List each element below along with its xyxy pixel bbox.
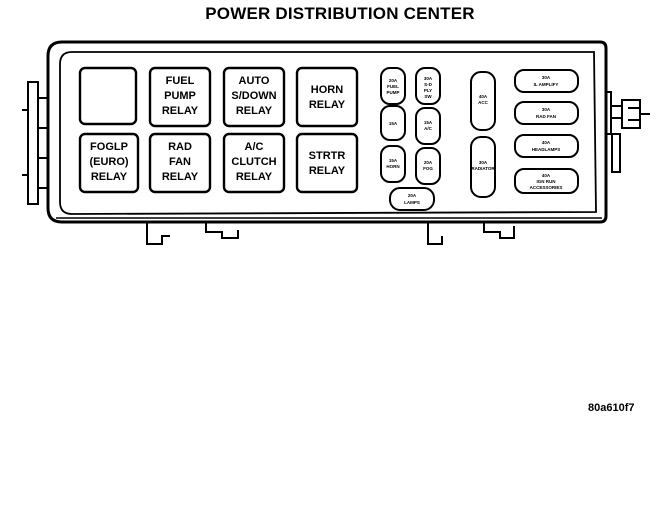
relay-ac-clutch: A/C CLUTCH RELAY [222, 132, 286, 194]
fuse-label-line: 40A [479, 94, 488, 99]
fuse-label-line: 30A [479, 160, 488, 165]
fuse-radiator: 30A RADIATOR [470, 136, 496, 198]
fuse-headlamps: 40A HEADLAMPS [514, 134, 579, 158]
fuse-label-line: 20A [424, 160, 433, 165]
fuse-label-line: 40A [542, 173, 551, 178]
relay-label-line: RELAY [236, 171, 273, 183]
fuse-label-line: LAMPS [404, 200, 420, 205]
bottom-mounting-clips [146, 222, 515, 245]
pdc-inner-frame [59, 51, 597, 215]
relay-auto-shutdown: AUTO S/DOWN RELAY [222, 66, 286, 128]
fuse-label-line: A/C [424, 126, 433, 131]
fuse-label-line: 15A [389, 121, 398, 126]
relay-label-line: FUEL [166, 75, 195, 87]
relay-label-line: (EURO) [89, 156, 128, 168]
fuse-15a: 15A [380, 105, 406, 141]
right-harness-connector [604, 91, 650, 173]
relay-label-line: RELAY [162, 105, 199, 117]
fuse-label-line: 20A [389, 78, 398, 83]
fuse-label-line: 30A [424, 76, 433, 81]
relay-label-line: RELAY [91, 171, 128, 183]
relay-label-line: RAD [168, 141, 192, 153]
relay-label-line: RELAY [162, 171, 199, 183]
relay-label-line: FOGLP [90, 141, 128, 153]
fuse-label-line: ACC [478, 100, 488, 105]
fuse-label-line: IGN RUN [537, 179, 556, 184]
fuse-il-amplify: 30A IL AMPLIFY [514, 69, 579, 93]
fuse-label-line: 30A [542, 107, 551, 112]
relay-label-line: RELAY [309, 165, 346, 177]
fuse-label-line: FOG [423, 166, 433, 171]
fuse-label-line: RAD FAN [536, 114, 556, 119]
fuse-fuel-pump: 20A FUEL PUMP [380, 67, 406, 105]
fuse-label-line: FUEL [387, 84, 399, 89]
fuse-rad-fan: 30A RAD FAN [514, 101, 579, 125]
fuse-acc: 40A ACC [470, 71, 496, 131]
relay-label-line: PUMP [164, 90, 196, 102]
relay-label-line: HORN [311, 84, 343, 96]
fuse-sd-ply-sw: 30A S-D PLY SW [415, 67, 441, 105]
fuse-horn: 15A HORN [380, 145, 406, 183]
relay-blank [78, 66, 138, 126]
fuse-lamps: 20A LAMPS [389, 187, 435, 211]
relay-label-line: CLUTCH [231, 156, 276, 168]
fuse-label-line: PLY [424, 88, 432, 93]
fuse-label-line: 15A [424, 120, 433, 125]
relay-label-line: RELAY [236, 105, 273, 117]
figure-code: 80a610f7 [588, 402, 635, 414]
fuse-label-line: 20A [408, 193, 417, 198]
fuse-label-line: 30A [542, 75, 551, 80]
fuse-label-line: HEADLAMPS [532, 147, 561, 152]
left-mounting-bracket [22, 81, 48, 205]
relay-label-line: FAN [169, 156, 191, 168]
diagram-title: POWER DISTRIBUTION CENTER [205, 4, 475, 23]
relay-label-line: STRTR [309, 150, 346, 162]
fuse-label-line: ACCESSORIES [530, 185, 563, 190]
relay-label-line: RELAY [309, 99, 346, 111]
relay-fuel-pump: FUEL PUMP RELAY [148, 66, 212, 128]
relay-radiator-fan: RAD FAN RELAY [148, 132, 212, 194]
fuse-ac: 15A A/C [415, 107, 441, 145]
fuse-label-line: S-D [424, 82, 433, 87]
relay-fog-lamp-euro: FOGLP (EURO) RELAY [78, 132, 140, 194]
relay-horn: HORN RELAY [295, 66, 359, 128]
relay-label-line: A/C [245, 141, 264, 153]
relay-label-line: AUTO [239, 75, 270, 87]
fuse-label-line: SW [424, 94, 432, 99]
fuse-label-line: HORN [386, 164, 399, 169]
relay-starter: STRTR RELAY [295, 132, 359, 194]
fuse-label-line: 40A [542, 140, 551, 145]
fuse-fog: 20A FOG [415, 147, 441, 185]
fuse-label-line: 15A [389, 158, 398, 163]
relay-label-line: S/DOWN [231, 90, 276, 102]
fuse-label-line: IL AMPLIFY [534, 82, 559, 87]
fuse-label-line: PUMP [386, 90, 399, 95]
fuse-label-line: RADIATOR [471, 166, 495, 171]
fuse-ign-run-accessories: 40A IGN RUN ACCESSORIES [514, 168, 579, 194]
